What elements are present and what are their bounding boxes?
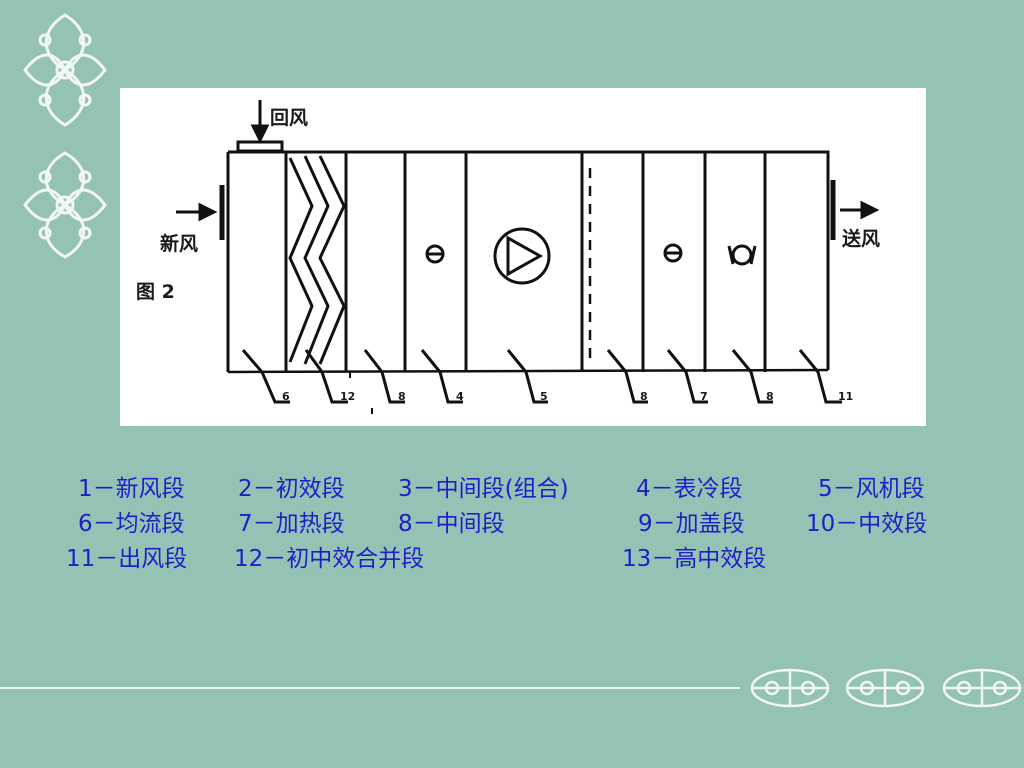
drawing-panel xyxy=(120,88,926,426)
drain-leg xyxy=(731,349,773,404)
fan-icon xyxy=(493,227,551,285)
filter-zigzag xyxy=(303,155,330,365)
heater-coil-icon xyxy=(425,244,445,264)
drain-leg xyxy=(241,349,290,404)
legend-item: 6－均流段 xyxy=(78,511,185,537)
ornament-icon xyxy=(750,668,830,708)
humidifier-icon xyxy=(727,244,757,266)
section-legend: 1－新风段 2－初效段 3－中间段(组合) 4－表冷段 5－风机段 6－均流段 … xyxy=(60,472,980,577)
figure-label: 图 2 xyxy=(136,281,175,303)
section-number: 4 xyxy=(456,390,464,403)
legend-item: 12－初中效合并段 xyxy=(234,546,425,572)
drain-leg xyxy=(506,349,548,404)
legend-row: 1－新风段 2－初效段 3－中间段(组合) 4－表冷段 5－风机段 xyxy=(60,472,980,507)
section-number: 7 xyxy=(700,390,708,403)
footer-divider xyxy=(0,687,740,689)
ornament-icon xyxy=(942,668,1022,708)
legend-item: 13－高中效段 xyxy=(622,546,767,572)
legend-item: 9－加盖段 xyxy=(638,511,745,537)
legend-item: 4－表冷段 xyxy=(636,476,743,502)
legend-item: 1－新风段 xyxy=(78,476,185,502)
filter-zigzag xyxy=(288,157,314,363)
legend-row: 6－均流段 7－加热段 8－中间段 9－加盖段 10－中效段 xyxy=(60,507,980,542)
section-number: 12 xyxy=(340,390,355,403)
drain-leg xyxy=(666,349,708,404)
heater-coil-icon xyxy=(663,243,683,263)
section-number: 8 xyxy=(640,390,648,403)
arrow-icon xyxy=(840,200,880,220)
legend-item: 10－中效段 xyxy=(806,511,928,537)
section-number: 11 xyxy=(838,390,853,403)
legend-item: 11－出风段 xyxy=(66,546,188,572)
filter-zigzag xyxy=(318,155,346,365)
drain-leg xyxy=(798,349,842,404)
section-number: 8 xyxy=(766,390,774,403)
legend-item: 2－初效段 xyxy=(238,476,345,502)
drain-leg xyxy=(420,349,463,404)
legend-item: 5－风机段 xyxy=(818,476,925,502)
housing-bottom xyxy=(227,368,829,374)
drain-leg xyxy=(363,349,405,404)
return-air-label: 回风 xyxy=(270,107,308,129)
section-number: 8 xyxy=(398,390,406,403)
supply-air-label: 送风 xyxy=(842,227,880,250)
ornament-icon xyxy=(23,13,107,127)
legend-item: 7－加热段 xyxy=(238,511,345,537)
legend-row: 11－出风段 12－初中效合并段 13－高中效段 xyxy=(60,542,980,577)
ornament-icon xyxy=(845,668,925,708)
ornament-icon xyxy=(23,151,107,259)
legend-item: 8－中间段 xyxy=(398,511,505,537)
section-number: 5 xyxy=(540,390,548,403)
drain-leg xyxy=(304,349,348,404)
section-number: 6 xyxy=(282,390,290,403)
arrow-icon xyxy=(176,202,218,222)
fresh-air-label: 新风 xyxy=(160,232,198,255)
legend-item: 3－中间段(组合) xyxy=(398,476,569,502)
housing-outline xyxy=(226,150,830,372)
drain-leg xyxy=(606,349,648,404)
arrow-icon xyxy=(250,100,270,144)
